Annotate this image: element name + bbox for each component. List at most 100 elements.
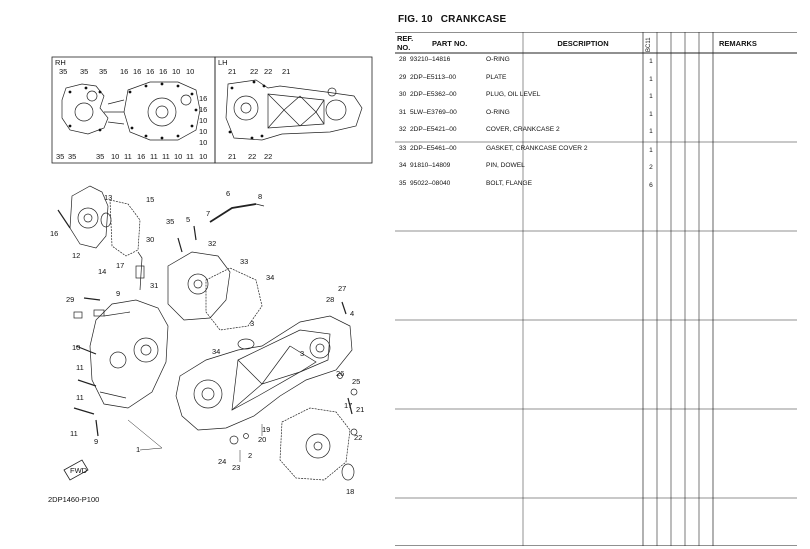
callout: 17 — [116, 261, 124, 270]
figure-number: FIG. 10 — [398, 14, 433, 25]
cell-description: PLATE — [486, 74, 507, 81]
callout: 10 — [199, 116, 207, 125]
header-ref-line2: NO. — [397, 43, 411, 52]
callout: 11 — [150, 152, 158, 161]
callout: 14 — [98, 267, 106, 276]
callout: 25 — [352, 377, 360, 386]
callout: 10 — [199, 138, 207, 147]
callout: 16 — [199, 105, 207, 114]
callout: 5 — [186, 215, 190, 224]
cell-qty: 1 — [649, 128, 653, 135]
cell-part-no: 93210–14816 — [410, 56, 451, 63]
callout: 11 — [76, 393, 84, 402]
callout: 10 — [172, 67, 180, 76]
callout: 16 — [146, 67, 154, 76]
cell-ref: 34 — [399, 162, 407, 169]
callout: 16 — [120, 67, 128, 76]
cell-qty: 1 — [649, 93, 653, 100]
callout: 22 — [264, 67, 272, 76]
main-exploded-view — [57, 185, 358, 481]
callout: 3 — [300, 349, 304, 358]
header-ref-line1: REF. — [397, 34, 414, 43]
cell-qty: 6 — [649, 182, 653, 189]
callout: 8 — [258, 192, 262, 201]
callout: 10 — [199, 152, 207, 161]
callout: 15 — [146, 195, 154, 204]
callout: 16 — [137, 152, 145, 161]
callout: 11 — [70, 429, 78, 438]
callout: 13 — [104, 193, 112, 202]
cell-part-no: 5LW–E3769–00 — [410, 109, 457, 116]
cell-part-no: 2DP–E5113–00 — [410, 74, 457, 81]
fwd-arrow: FWD — [63, 459, 89, 481]
cell-part-no: 91810–14809 — [410, 162, 451, 169]
header-part-no: PART NO. — [432, 39, 468, 48]
cell-description: PIN, DOWEL — [486, 162, 525, 169]
callout: 34 — [266, 273, 274, 282]
cell-part-no: 2DP–E5461–00 — [410, 145, 457, 152]
callout: 31 — [150, 281, 158, 290]
rh-inset-crankcase — [61, 81, 201, 141]
cell-qty: 1 — [649, 76, 653, 83]
callout: 22 — [250, 67, 258, 76]
inset-lh-label: LH — [218, 58, 228, 67]
exploded-diagram: RH LH 35 35 35 16 16 — [0, 0, 395, 549]
callout: 11 — [186, 152, 194, 161]
fwd-label: FWD — [70, 466, 88, 475]
callout: 34 — [212, 347, 220, 356]
inset-rh-label: RH — [55, 58, 66, 67]
callout: 11 — [124, 152, 132, 161]
rh-inset-callouts: 35 35 35 16 16 16 16 10 10 16 16 10 10 1… — [56, 67, 207, 161]
callout: 4 — [350, 309, 354, 318]
cell-part-no: 2DP–E5421–00 — [410, 126, 457, 133]
callout: 35 — [166, 217, 174, 226]
cell-description: GASKET, CRANKCASE COVER 2 — [486, 145, 588, 152]
callout: 21 — [282, 67, 290, 76]
cell-description: O-RING — [486, 56, 510, 63]
callout: 21 — [228, 67, 236, 76]
callout: 16 — [159, 67, 167, 76]
cell-part-no: 95022–08040 — [410, 180, 451, 187]
callout: 16 — [199, 94, 207, 103]
cell-qty: 2 — [649, 164, 653, 171]
callout: 35 — [68, 152, 76, 161]
callout: 35 — [99, 67, 107, 76]
callout: 1 — [136, 445, 140, 454]
cell-ref: 30 — [399, 91, 407, 98]
callout: 32 — [208, 239, 216, 248]
callout: 35 — [96, 152, 104, 161]
header-ref-no: REF. NO. — [397, 34, 413, 52]
callout: 10 — [72, 343, 80, 352]
callout: 17 — [344, 401, 352, 410]
callout: 10 — [186, 67, 194, 76]
callout: 2 — [248, 451, 252, 460]
lh-inset-bolts — [228, 80, 266, 140]
rh-inset-bolts — [68, 82, 198, 140]
drawing-code: 2DP1460-P100 — [48, 495, 99, 504]
callout: 27 — [338, 284, 346, 293]
callout: 7 — [206, 209, 210, 218]
cell-ref: 29 — [399, 74, 407, 81]
callout: 11 — [162, 152, 170, 161]
callout: 18 — [346, 487, 354, 496]
header-description: DESCRIPTION — [557, 39, 609, 48]
callout: 22 — [354, 433, 362, 442]
callout: 35 — [59, 67, 67, 76]
callout: 19 — [262, 425, 270, 434]
callout: 16 — [133, 67, 141, 76]
main-callouts: 16 13 15 12 14 17 6 8 7 35 5 32 30 31 29… — [50, 189, 364, 496]
cell-ref: 33 — [399, 145, 407, 152]
cell-part-no: 2DP–E5362–00 — [410, 91, 457, 98]
callout: 21 — [356, 405, 364, 414]
callout: 29 — [66, 295, 74, 304]
header-remarks: REMARKS — [719, 39, 757, 48]
cell-ref: 32 — [399, 126, 407, 133]
callout: 6 — [226, 189, 230, 198]
figure-name: CRANKCASE — [440, 14, 507, 25]
callout: 10 — [111, 152, 119, 161]
callout: 10 — [174, 152, 182, 161]
cell-qty: 1 — [649, 111, 653, 118]
lh-inset-crankcase — [225, 79, 363, 141]
callout: 16 — [50, 229, 58, 238]
cell-ref: 35 — [399, 180, 407, 187]
